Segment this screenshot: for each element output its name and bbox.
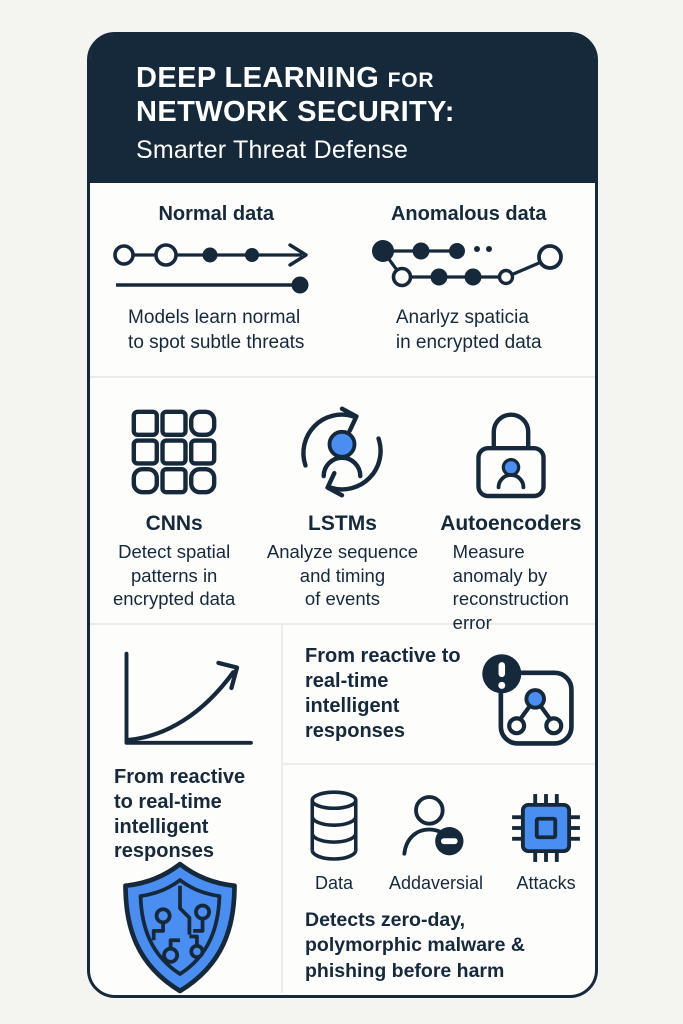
threats-panel: Data Addaversial — [283, 765, 595, 984]
recurrent-cycle-person-icon — [301, 406, 384, 498]
normal-data-caption: Models learn normal to spot subtle threa… — [128, 307, 305, 354]
model-autoencoder: Autoencoders Measure anomaly by reconstr… — [427, 402, 595, 633]
response-right-caption: From reactive to real-time intelligent r… — [305, 645, 461, 742]
threat-attacks: Attacks — [509, 791, 583, 894]
header: DEEP LEARNING FOR NETWORK SECURITY: Smar… — [90, 35, 595, 183]
anomalous-data-title: Anomalous data — [390, 203, 547, 225]
threats-caption: Detects zero-day, polymorphic malware & … — [305, 909, 525, 982]
model-lstm: LSTMs Analyze sequence and timing of eve… — [258, 402, 426, 623]
chip-icon — [512, 794, 580, 862]
shield-circuit-icon — [123, 861, 237, 994]
model-cnn: CNNs Detect spatial patterns in encrypte… — [90, 402, 258, 623]
padlock-person-icon — [476, 412, 546, 499]
title-strong: DEEP LEARNING — [136, 62, 380, 94]
anomalous-data-caption: Anarlyz spaticia in encrypted data — [395, 307, 542, 354]
bottom-section: From reactive to real-time intelligent r… — [90, 625, 595, 994]
anomalous-sequence-icon — [371, 240, 563, 288]
infographic-card: DEEP LEARNING FOR NETWORK SECURITY: Smar… — [87, 32, 598, 998]
response-right-panel: From reactive to real-time intelligent r… — [283, 625, 595, 765]
response-left-panel: From reactive to real-time intelligent r… — [90, 625, 283, 994]
lstm-name: LSTMs — [308, 512, 377, 535]
grid-icon — [131, 409, 217, 495]
title-line1: DEEP LEARNING FOR — [136, 61, 575, 95]
threat-adversarial: Addaversial — [389, 789, 483, 894]
threat-adversarial-label: Addaversial — [389, 873, 484, 893]
cnn-name: CNNs — [145, 512, 203, 535]
models-section: CNNs Detect spatial patterns in encrypte… — [90, 378, 595, 633]
response-left-caption: From reactive to real-time intelligent r… — [114, 766, 246, 863]
threat-data-label: Data — [314, 873, 354, 893]
alert-network-icon — [482, 654, 574, 746]
threat-attacks-label: Attacks — [516, 873, 576, 893]
anomalous-data-panel: Anomalous data Anarlyz spati — [343, 203, 596, 376]
lstm-description: Analyze sequence and timing of events — [266, 541, 419, 610]
growth-chart-icon — [124, 651, 253, 745]
autoencoder-name: Autoencoders — [440, 512, 582, 535]
title-line2: NETWORK SECURITY: — [136, 96, 455, 129]
cnn-description: Detect spatial patterns in encrypted dat… — [112, 541, 236, 610]
normal-data-panel: Normal data Models learn normal to spot … — [90, 203, 343, 376]
data-patterns-section: Normal data Models learn normal to spot … — [90, 183, 595, 378]
normal-data-title: Normal data — [158, 203, 275, 225]
normal-sequence-icon — [112, 243, 309, 294]
threat-icons-row: Data Addaversial — [305, 787, 595, 894]
response-right-column: From reactive to real-time intelligent r… — [283, 625, 595, 993]
adversarial-user-icon — [402, 795, 464, 856]
threat-data: Data — [305, 787, 363, 894]
database-icon — [310, 790, 358, 861]
autoencoder-description: Measure anomaly by reconstruction error — [452, 541, 569, 634]
subtitle: Smarter Threat Defense — [136, 136, 409, 165]
title-for: FOR — [387, 69, 435, 92]
